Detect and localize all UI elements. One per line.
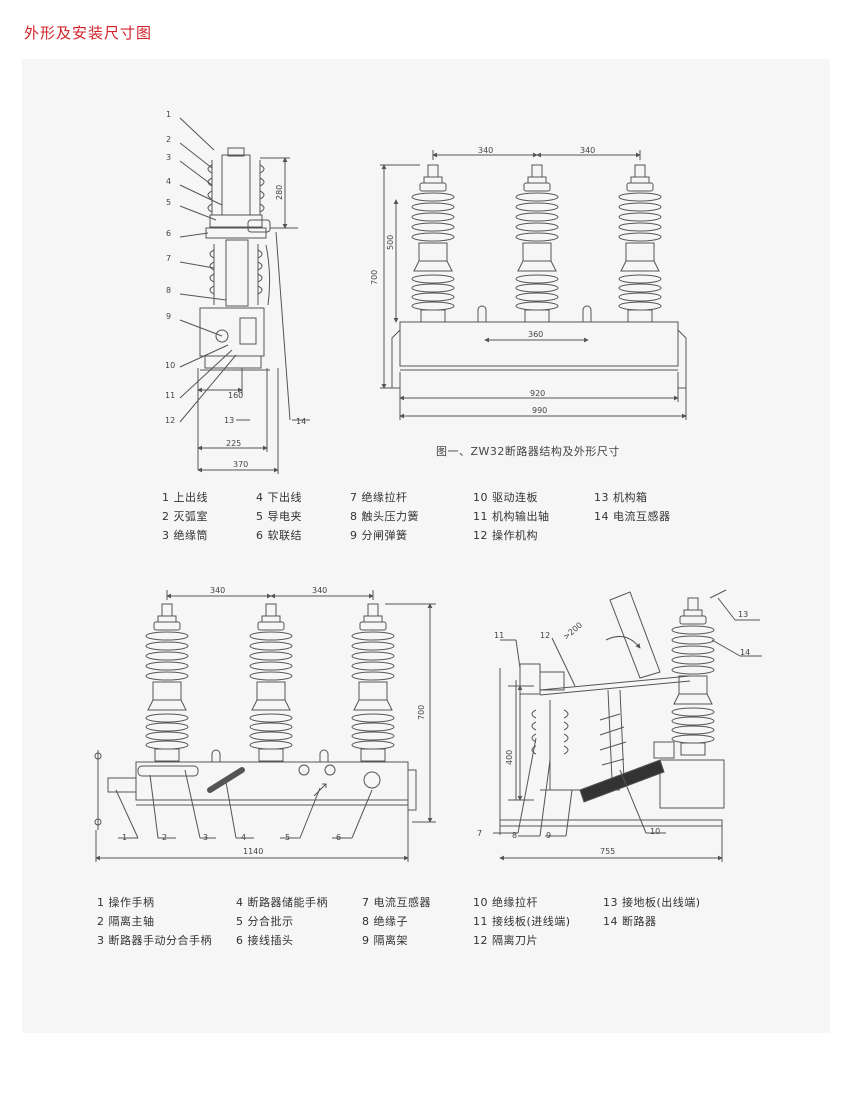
dim-700: 700 [370,270,379,285]
legend2-item: 12 隔离刀片 [473,934,538,947]
callout-11: 11 [165,391,175,400]
legend2-item: 7 电流互感器 [362,896,431,909]
dim-500: 500 [386,235,395,250]
legend1-item: 6 软联结 [256,529,302,542]
callout-9: 9 [166,312,171,321]
legend1-item: 11 机构输出轴 [473,510,550,523]
dim-160: 160 [228,391,243,400]
dim-370: 370 [233,460,248,469]
legend2-item: 2 隔离主轴 [97,915,155,928]
callout-12: 12 [165,416,175,425]
callout-f2-3: 3 [203,833,208,842]
legend1-item: 3 绝缘筒 [162,529,208,542]
dim-340-d: 340 [312,586,327,595]
legend1-item: 1 上出线 [162,491,208,504]
legend2-item: 4 断路器储能手柄 [236,896,328,909]
legend1-item: 9 分闸弹簧 [350,529,408,542]
fig2-front-view [94,590,436,862]
dim-340-a: 340 [478,146,493,155]
callout-14: 14 [296,417,306,426]
callout-f2-1: 1 [122,833,127,842]
callout-f2-2: 2 [162,833,167,842]
legend2-item: 14 断路器 [603,915,657,928]
dim-gt-200: >200 [562,621,585,642]
legend1-item: 7 绝缘拉杆 [350,491,408,504]
callout-f2-4: 4 [241,833,246,842]
callout-1: 1 [166,110,171,119]
fig1-front-labels: 340 340 360 920 990 700 500 [370,146,595,415]
fig2-side-view [493,589,762,862]
callout-f2-13: 13 [738,610,748,619]
legend1-item: 14 电流互感器 [594,510,671,523]
legend2-item: 13 接地板(出线端) [603,896,701,909]
fig1-front-view [380,150,687,420]
callout-3: 3 [166,153,171,162]
dim-1140: 1140 [243,847,263,856]
legend2-item: 11 接线板(进线端) [473,915,571,928]
callout-f2-12: 12 [540,631,550,640]
callout-2: 2 [166,135,171,144]
dim-920: 920 [530,389,545,398]
legend1-item: 2 灭弧室 [162,510,208,523]
dim-755: 755 [600,847,615,856]
legend2-item: 8 绝缘子 [362,915,408,928]
fig1-side-labels: 1 2 3 4 5 6 7 8 9 10 11 12 13 14 160 225… [165,110,306,469]
callout-f2-10: 10 [650,827,660,836]
fig2-front-labels: 340 340 700 1140 1 2 3 4 5 6 [122,586,426,856]
callout-10: 10 [165,361,175,370]
legend2-item: 3 断路器手动分合手柄 [97,934,212,947]
callout-8: 8 [166,286,171,295]
legend1-item: 12 操作机构 [473,529,538,542]
dim-400: 400 [505,750,514,765]
callout-6: 6 [166,229,171,238]
dim-280: 280 [275,185,284,200]
fig1-side-section [179,117,310,474]
callout-13: 13 [224,416,234,425]
legend1-item: 10 驱动连板 [473,491,538,504]
callout-f2-6: 6 [336,833,341,842]
dim-360: 360 [528,330,543,339]
drawing-panel [22,59,830,1033]
legend1-item: 8 触头压力簧 [350,510,419,523]
callout-f2-7: 7 [477,829,482,838]
dim-340-b: 340 [580,146,595,155]
legend2-item: 1 操作手柄 [97,896,155,909]
legend2-item: 6 接线插头 [236,934,294,947]
dim-340-c: 340 [210,586,225,595]
legend1-item: 13 机构箱 [594,491,648,504]
callout-7: 7 [166,254,171,263]
legend2-item: 5 分合批示 [236,915,294,928]
callout-f2-14: 14 [740,648,750,657]
page-title: 外形及安装尺寸图 [24,24,153,42]
callout-4: 4 [166,177,171,186]
callout-f2-9: 9 [546,831,551,840]
dim-700-b: 700 [417,705,426,720]
dim-990: 990 [532,406,547,415]
legend1-item: 5 导电夹 [256,510,302,523]
legend2-item: 10 绝缘拉杆 [473,896,538,909]
callout-5: 5 [166,198,171,207]
legend2-item: 9 隔离架 [362,934,408,947]
callout-f2-11: 11 [494,631,504,640]
callout-f2-8: 8 [512,831,517,840]
callout-f2-5: 5 [285,833,290,842]
dim-225: 225 [226,439,241,448]
legend1-item: 4 下出线 [256,491,302,504]
figure1-caption: 图一、ZW32断路器结构及外形尺寸 [436,445,620,458]
